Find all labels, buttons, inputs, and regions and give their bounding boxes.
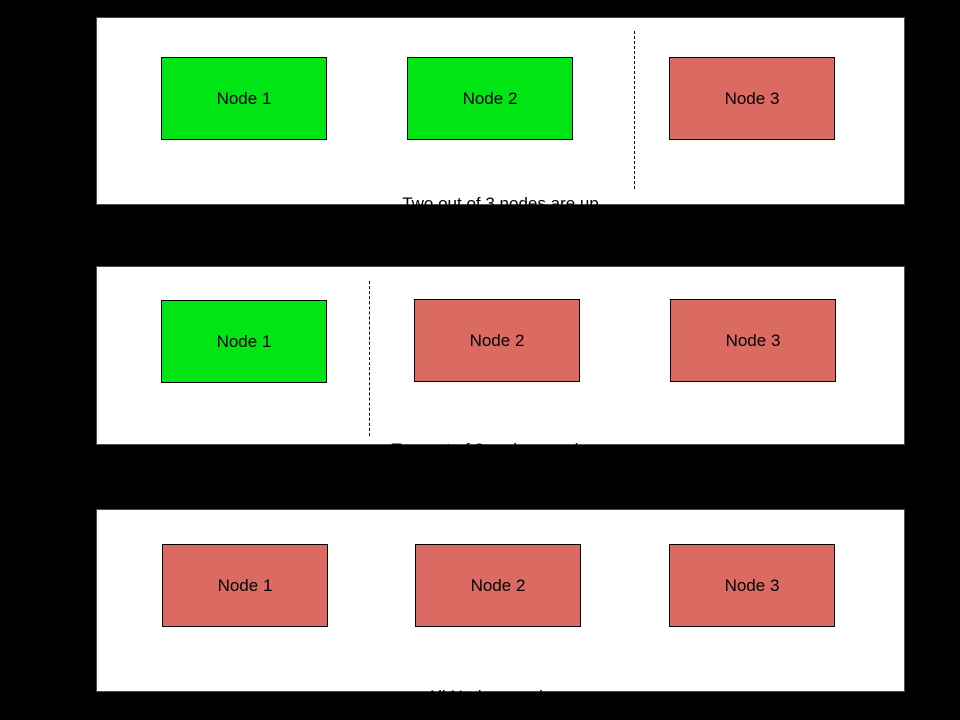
node-box-3: Node 3 xyxy=(669,57,835,140)
node-label: Node 2 xyxy=(462,88,518,108)
caption-line-1: All Nodes are down xyxy=(426,687,575,706)
scenario-panel-all-down: Node 1 Node 2 Node 3 All Nodes are down … xyxy=(96,509,905,706)
node-label: Node 1 xyxy=(216,88,272,108)
node-box-1: Node 1 xyxy=(161,57,327,140)
scenario-panel-majority-up: Node 1 Node 2 Node 3 Two out of 3 nodes … xyxy=(96,17,905,279)
scenario-caption: All Nodes are down Majority Fails & Clus… xyxy=(97,642,904,720)
node-label: Node 1 xyxy=(217,575,273,595)
node-box-1: Node 1 xyxy=(162,544,328,627)
node-box-3: Node 3 xyxy=(669,544,835,627)
node-label: Node 2 xyxy=(469,330,525,350)
scenario-panel-majority-down: Node 1 Node 2 Node 3 Two out of 3 nodes … xyxy=(96,266,905,525)
node-label: Node 3 xyxy=(724,575,780,595)
node-box-2: Node 2 xyxy=(415,544,581,627)
node-box-1: Node 1 xyxy=(161,300,327,383)
partition-divider-line xyxy=(634,31,635,189)
node-label: Node 2 xyxy=(470,575,526,595)
caption-line-1: Two out of 3 nodes are down xyxy=(391,440,610,459)
partition-divider-line xyxy=(369,281,370,436)
node-label: Node 3 xyxy=(725,330,781,350)
node-box-2: Node 2 xyxy=(407,57,573,140)
caption-line-1: Two out of 3 nodes are up xyxy=(402,194,599,213)
node-label: Node 1 xyxy=(216,331,272,351)
node-label: Node 3 xyxy=(724,88,780,108)
node-box-3: Node 3 xyxy=(670,299,836,382)
node-box-2: Node 2 xyxy=(414,299,580,382)
